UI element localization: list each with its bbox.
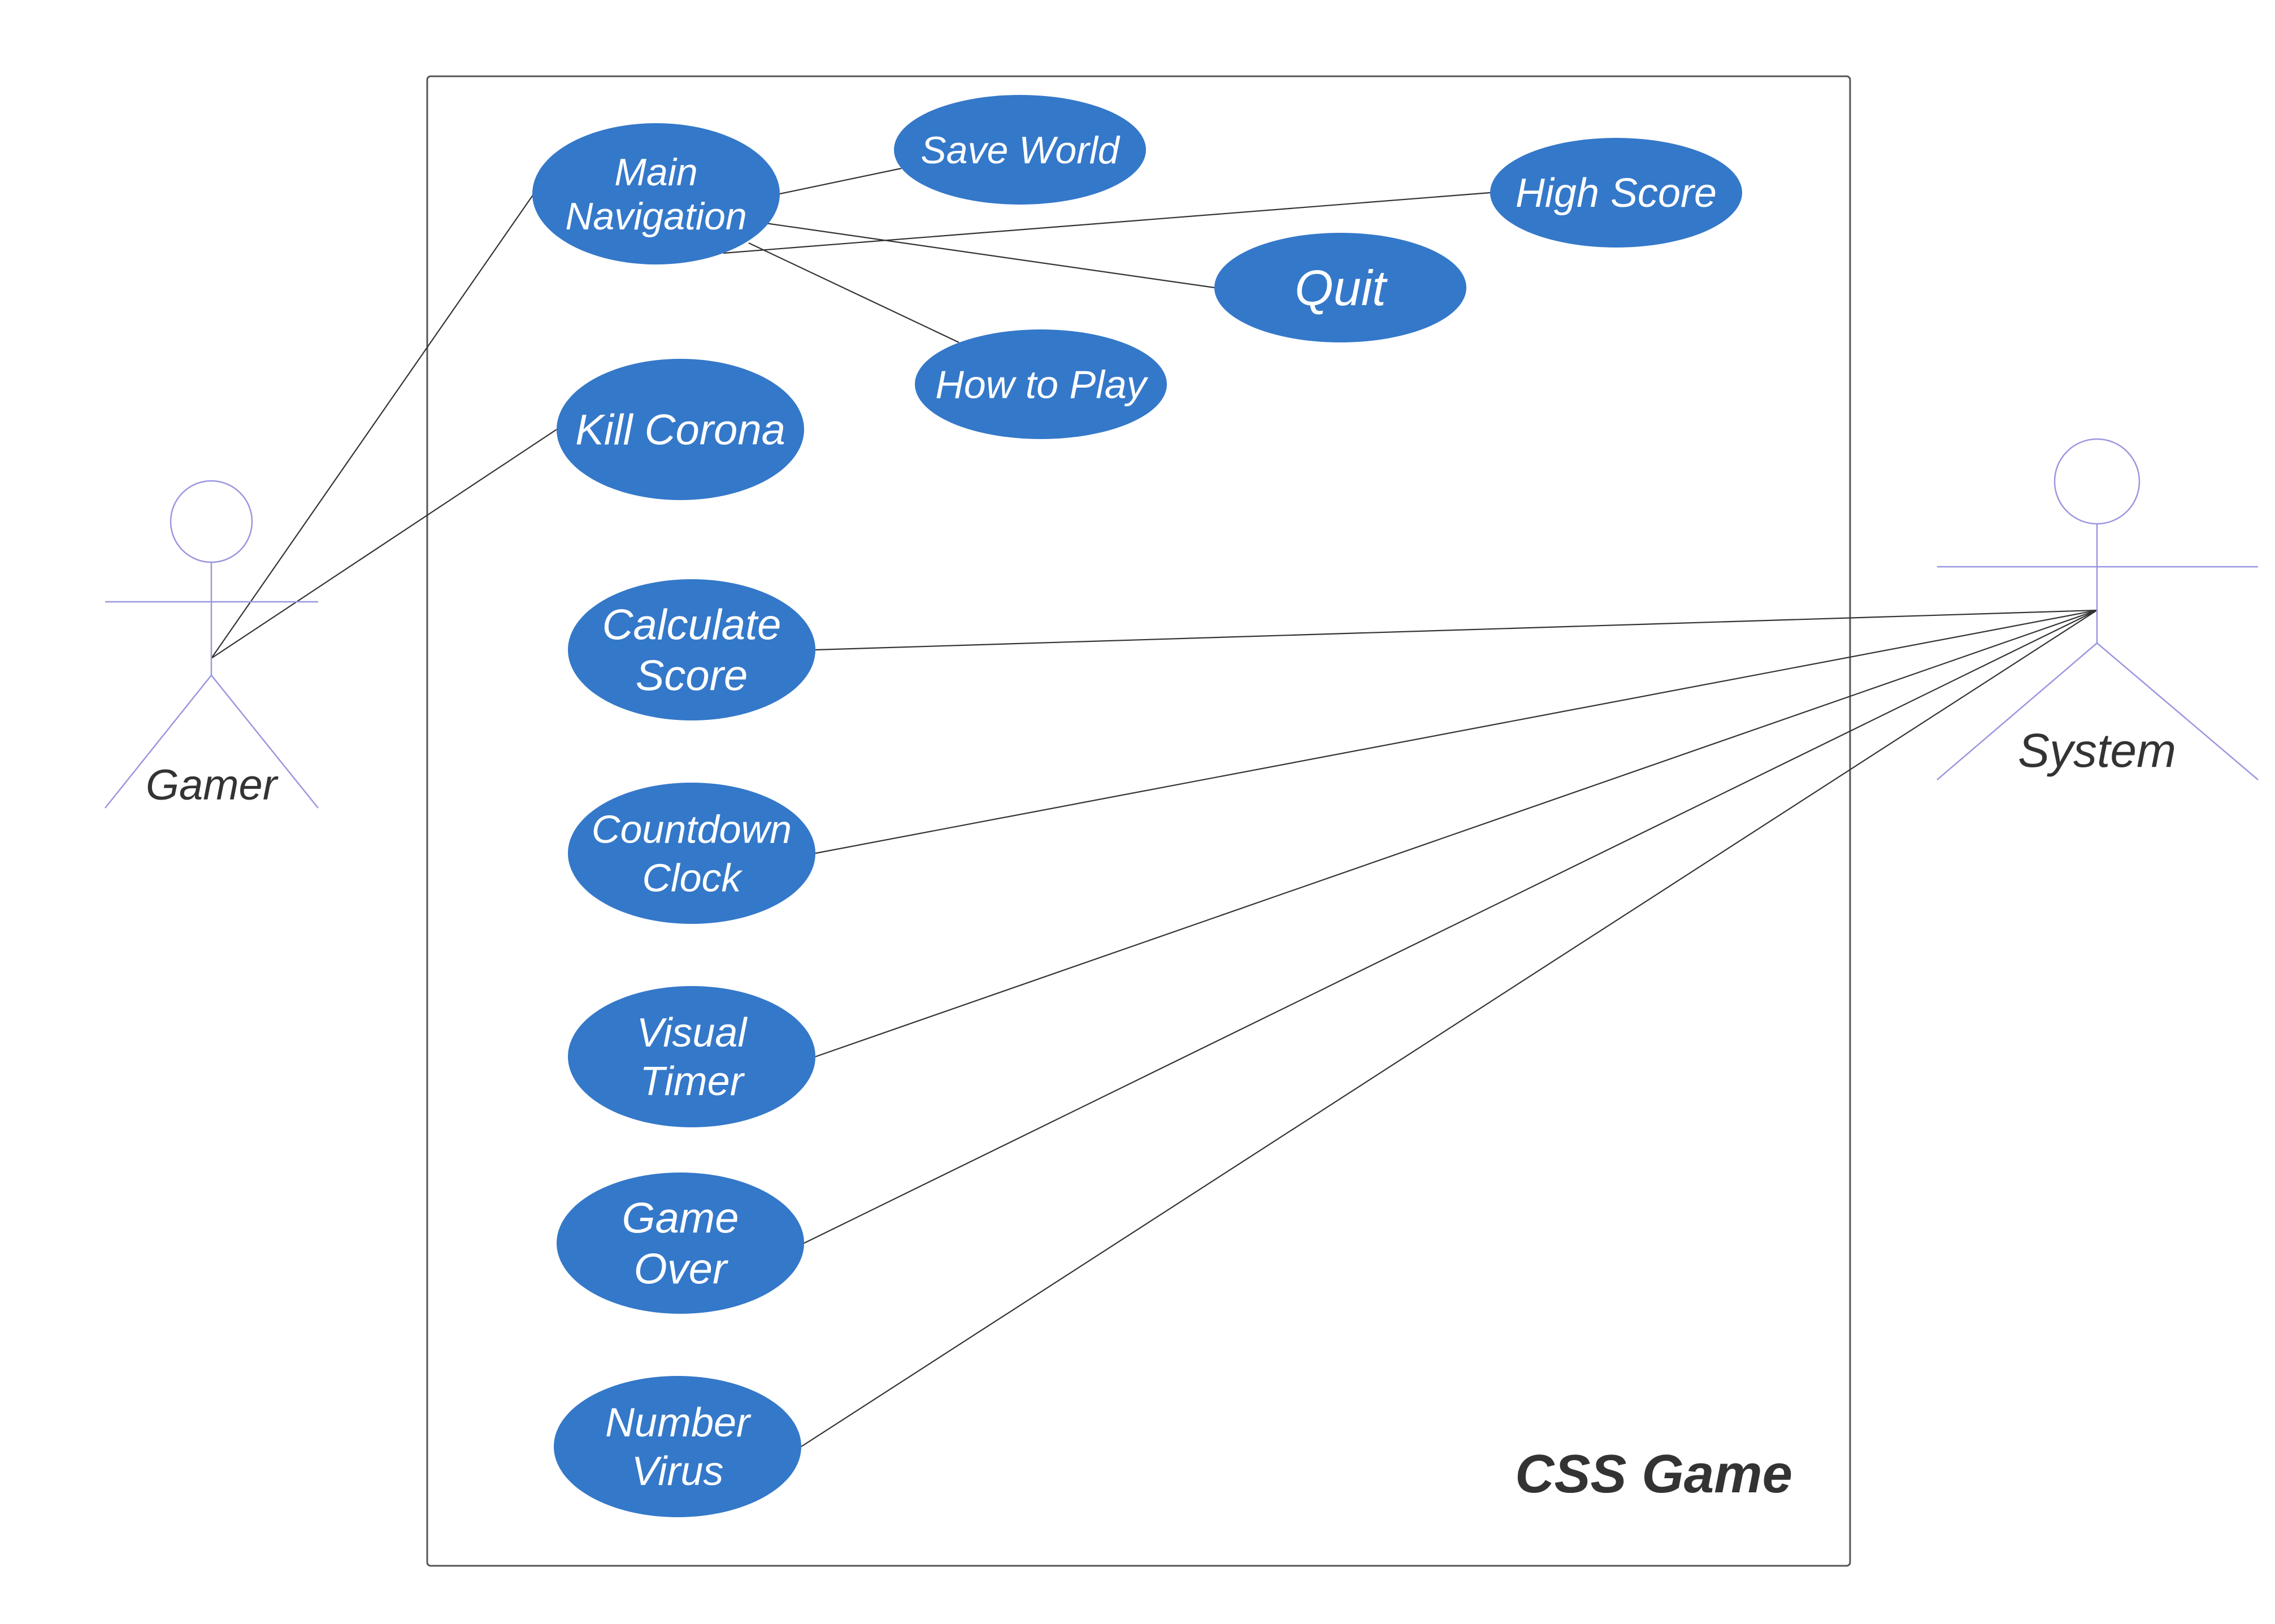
- actor-label-system: System: [2018, 724, 2176, 777]
- use-case-label: Virus: [632, 1449, 724, 1494]
- actor-right-leg: [211, 675, 319, 809]
- use-case-ellipse: [1214, 233, 1466, 342]
- association-system-calc-score: [815, 609, 2098, 651]
- use-case-save-world: Save World: [894, 95, 1146, 205]
- use-case-label: How to Play: [935, 363, 1148, 407]
- association-system-countdown: [815, 609, 2098, 854]
- use-case-ellipse: [568, 783, 815, 924]
- association-main_nav-how-to-play: [748, 242, 960, 343]
- association-system-number-virus: [801, 610, 2098, 1447]
- association-gamer-kill-corona: [211, 429, 557, 659]
- use-case-label: Countdown: [592, 807, 792, 852]
- use-case-ellipse: [568, 986, 815, 1127]
- use-case-label: Over: [634, 1245, 728, 1293]
- use-case-label: Game: [622, 1195, 739, 1243]
- use-case-ellipse: [568, 579, 815, 720]
- use-case-label: Calculate: [602, 601, 782, 649]
- system-title: CSS Game: [1515, 1444, 1792, 1504]
- use-case-ellipse: [1490, 138, 1742, 247]
- use-case-label: Score: [636, 652, 748, 700]
- use-case-high-score: High Score: [1490, 138, 1742, 247]
- actor-gamer: Gamer: [105, 480, 319, 809]
- use-case-label: Kill Corona: [575, 406, 785, 454]
- use-case-ellipse: [894, 95, 1146, 205]
- actor-left-leg: [1937, 642, 2098, 780]
- association-gamer-main-nav: [211, 192, 535, 659]
- use-case-ellipse: [554, 1376, 801, 1517]
- use-case-label: Main: [614, 151, 697, 194]
- actor-label-gamer: Gamer: [146, 761, 279, 809]
- use-case-ellipse: [532, 123, 780, 264]
- association-main_nav-quit: [765, 222, 1215, 289]
- use-case-label: High Score: [1516, 171, 1717, 216]
- actor-left-leg: [105, 675, 212, 809]
- association-lines: [211, 167, 2098, 1447]
- actor-right-leg: [2096, 642, 2259, 780]
- use-case-ellipse: [915, 329, 1167, 439]
- use-case-label: Visual: [637, 1010, 748, 1056]
- association-main_nav-save-world: [779, 167, 902, 195]
- use-case-label: Quit: [1295, 260, 1388, 316]
- association-system-game-over: [804, 610, 2098, 1244]
- association-main_nav-high-score: [723, 192, 1491, 254]
- use-case-label: Navigation: [565, 195, 746, 238]
- association-system-visual-timer: [815, 609, 2098, 1058]
- use-case-kill-corona: Kill Corona: [557, 359, 804, 500]
- use-case-label: Timer: [640, 1059, 745, 1104]
- use-case-label: Save World: [921, 129, 1121, 172]
- system-boundary: [426, 75, 1851, 1567]
- use-case-ellipse: [557, 359, 804, 500]
- actor-system: System: [1937, 438, 2259, 780]
- use-case-label: Number: [605, 1400, 752, 1445]
- use-case-label: Clock: [642, 856, 743, 900]
- use-case-quit: Quit: [1214, 233, 1466, 342]
- actors: Gamer System: [105, 438, 2259, 809]
- use-case-how-to-play: How to Play: [915, 329, 1167, 439]
- use-case-ellipse: [557, 1173, 804, 1314]
